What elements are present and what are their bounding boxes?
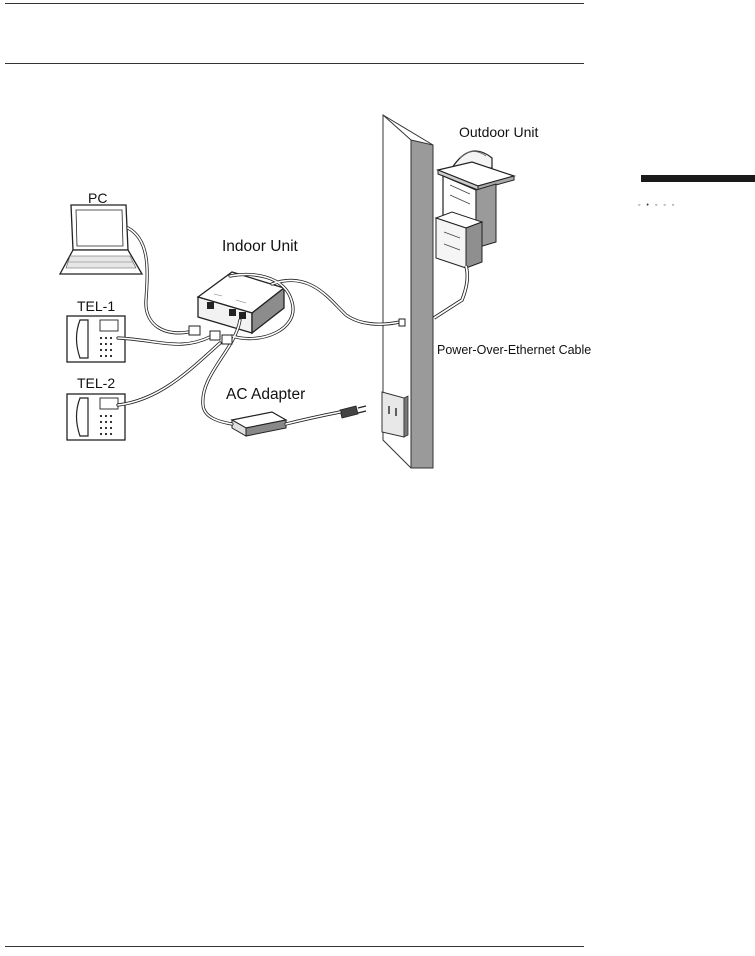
label-tel1: TEL-1 xyxy=(77,298,115,314)
tel2-phone xyxy=(67,394,125,440)
outdoor-unit xyxy=(434,151,514,318)
label-poe-cable: Power-Over-Ethernet Cable xyxy=(437,343,591,357)
label-pc: PC xyxy=(88,190,107,206)
label-indoor-unit: Indoor Unit xyxy=(222,238,298,256)
indoor-unit xyxy=(198,272,284,333)
label-tel2: TEL-2 xyxy=(77,375,115,391)
label-outdoor-unit: Outdoor Unit xyxy=(459,124,538,140)
pc-laptop xyxy=(60,205,142,274)
label-ac-adapter: AC Adapter xyxy=(226,386,305,404)
wall-outlet xyxy=(382,392,408,437)
tel1-phone xyxy=(67,316,125,362)
